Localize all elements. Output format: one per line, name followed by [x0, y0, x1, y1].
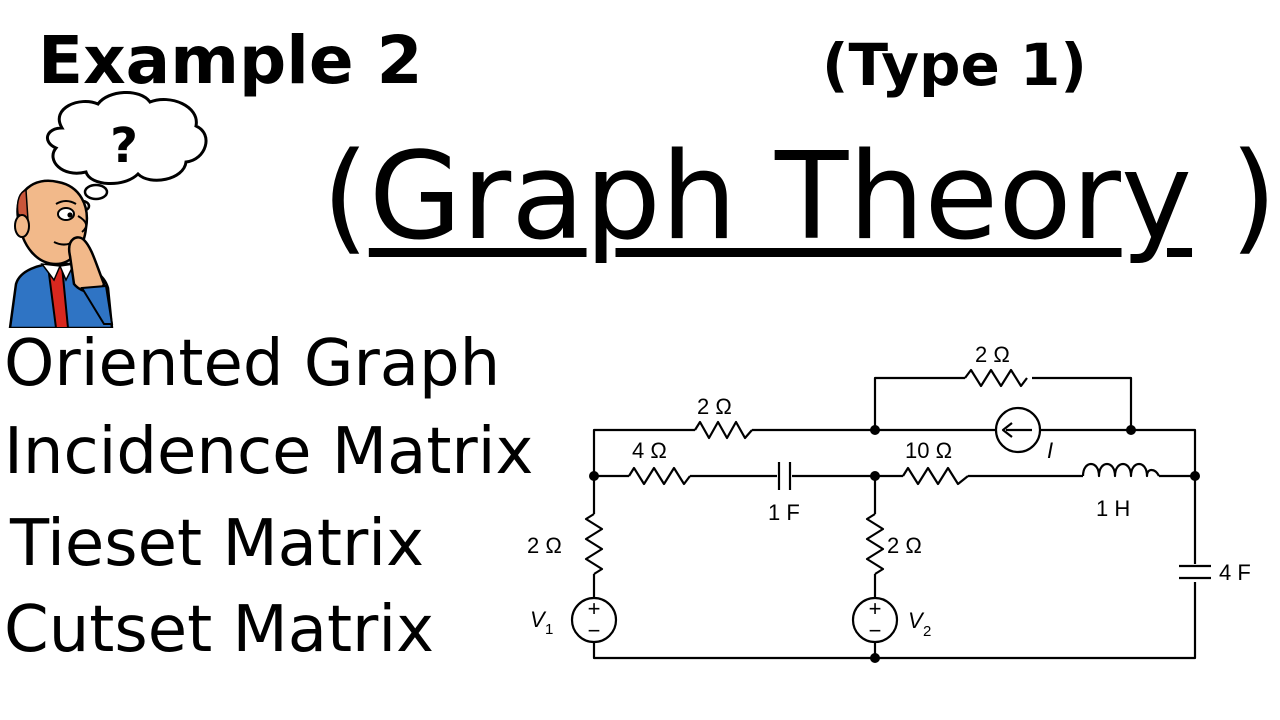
main-title-open-paren: ( — [322, 128, 369, 267]
resistor-upper-left — [694, 420, 753, 440]
node — [870, 425, 880, 435]
label-v2-subscript: 2 — [923, 623, 931, 640]
label-r-upper-left: 2 Ω — [697, 394, 732, 419]
main-title: (Graph Theory ) — [322, 138, 1277, 258]
main-title-text: Graph Theory — [368, 128, 1193, 267]
resistor-top — [964, 368, 1028, 388]
main-title-close-paren: ) — [1192, 128, 1277, 267]
thought-cloud: ? — [46, 90, 208, 220]
node — [589, 471, 599, 481]
circuit-diagram: 2 Ω 2 Ω 4 Ω 10 Ω 1 F 1 H 2 Ω 2 Ω 4 F I V… — [527, 342, 1251, 663]
label-r-left-mid: 4 Ω — [632, 438, 667, 463]
current-source — [994, 406, 1042, 454]
topic-incidence-matrix: Incidence Matrix — [4, 415, 534, 489]
v1-minus-sign: − — [588, 618, 601, 643]
label-v1-subscript: 1 — [545, 621, 553, 638]
label-v2: V — [908, 608, 925, 633]
label-cap-right: 4 F — [1219, 560, 1251, 585]
resistor-center-vertical — [865, 513, 885, 575]
voltage-source-v1 — [570, 596, 618, 644]
circuit-wires — [592, 376, 1197, 660]
example-title: Example 2 — [38, 22, 423, 99]
node — [870, 471, 880, 481]
node — [1190, 471, 1200, 481]
label-r-center-vertical: 2 Ω — [887, 533, 922, 558]
type-label: (Type 1) — [822, 31, 1087, 99]
man-figure — [8, 179, 114, 328]
label-v1: V — [530, 607, 547, 632]
node — [870, 653, 880, 663]
voltage-source-v2 — [851, 596, 899, 644]
resistor-center-mid — [902, 466, 969, 486]
v1-plus-sign: + — [588, 596, 601, 621]
v2-plus-sign: + — [869, 596, 882, 621]
resistor-left-mid — [628, 466, 691, 486]
label-r-top: 2 Ω — [975, 342, 1010, 367]
topic-tieset-matrix: Tieset Matrix — [10, 507, 424, 581]
capacitor-mid — [777, 462, 792, 490]
capacitor-right — [1179, 564, 1211, 580]
label-r-center-mid: 10 Ω — [905, 438, 952, 463]
v2-minus-sign: − — [869, 618, 882, 643]
label-current-source: I — [1047, 438, 1053, 463]
question-mark: ? — [110, 118, 138, 174]
resistor-left-vertical — [584, 513, 604, 575]
topic-cutset-matrix: Cutset Matrix — [4, 593, 434, 667]
thinking-man-illustration: ? — [8, 90, 208, 328]
inductor — [1081, 462, 1160, 478]
label-r-left-vertical: 2 Ω — [527, 533, 562, 558]
label-cap-mid: 1 F — [768, 500, 800, 525]
topic-oriented-graph: Oriented Graph — [4, 327, 501, 401]
circuit-nodes — [589, 425, 1200, 663]
node — [1126, 425, 1136, 435]
label-ind-mid: 1 H — [1096, 496, 1130, 521]
